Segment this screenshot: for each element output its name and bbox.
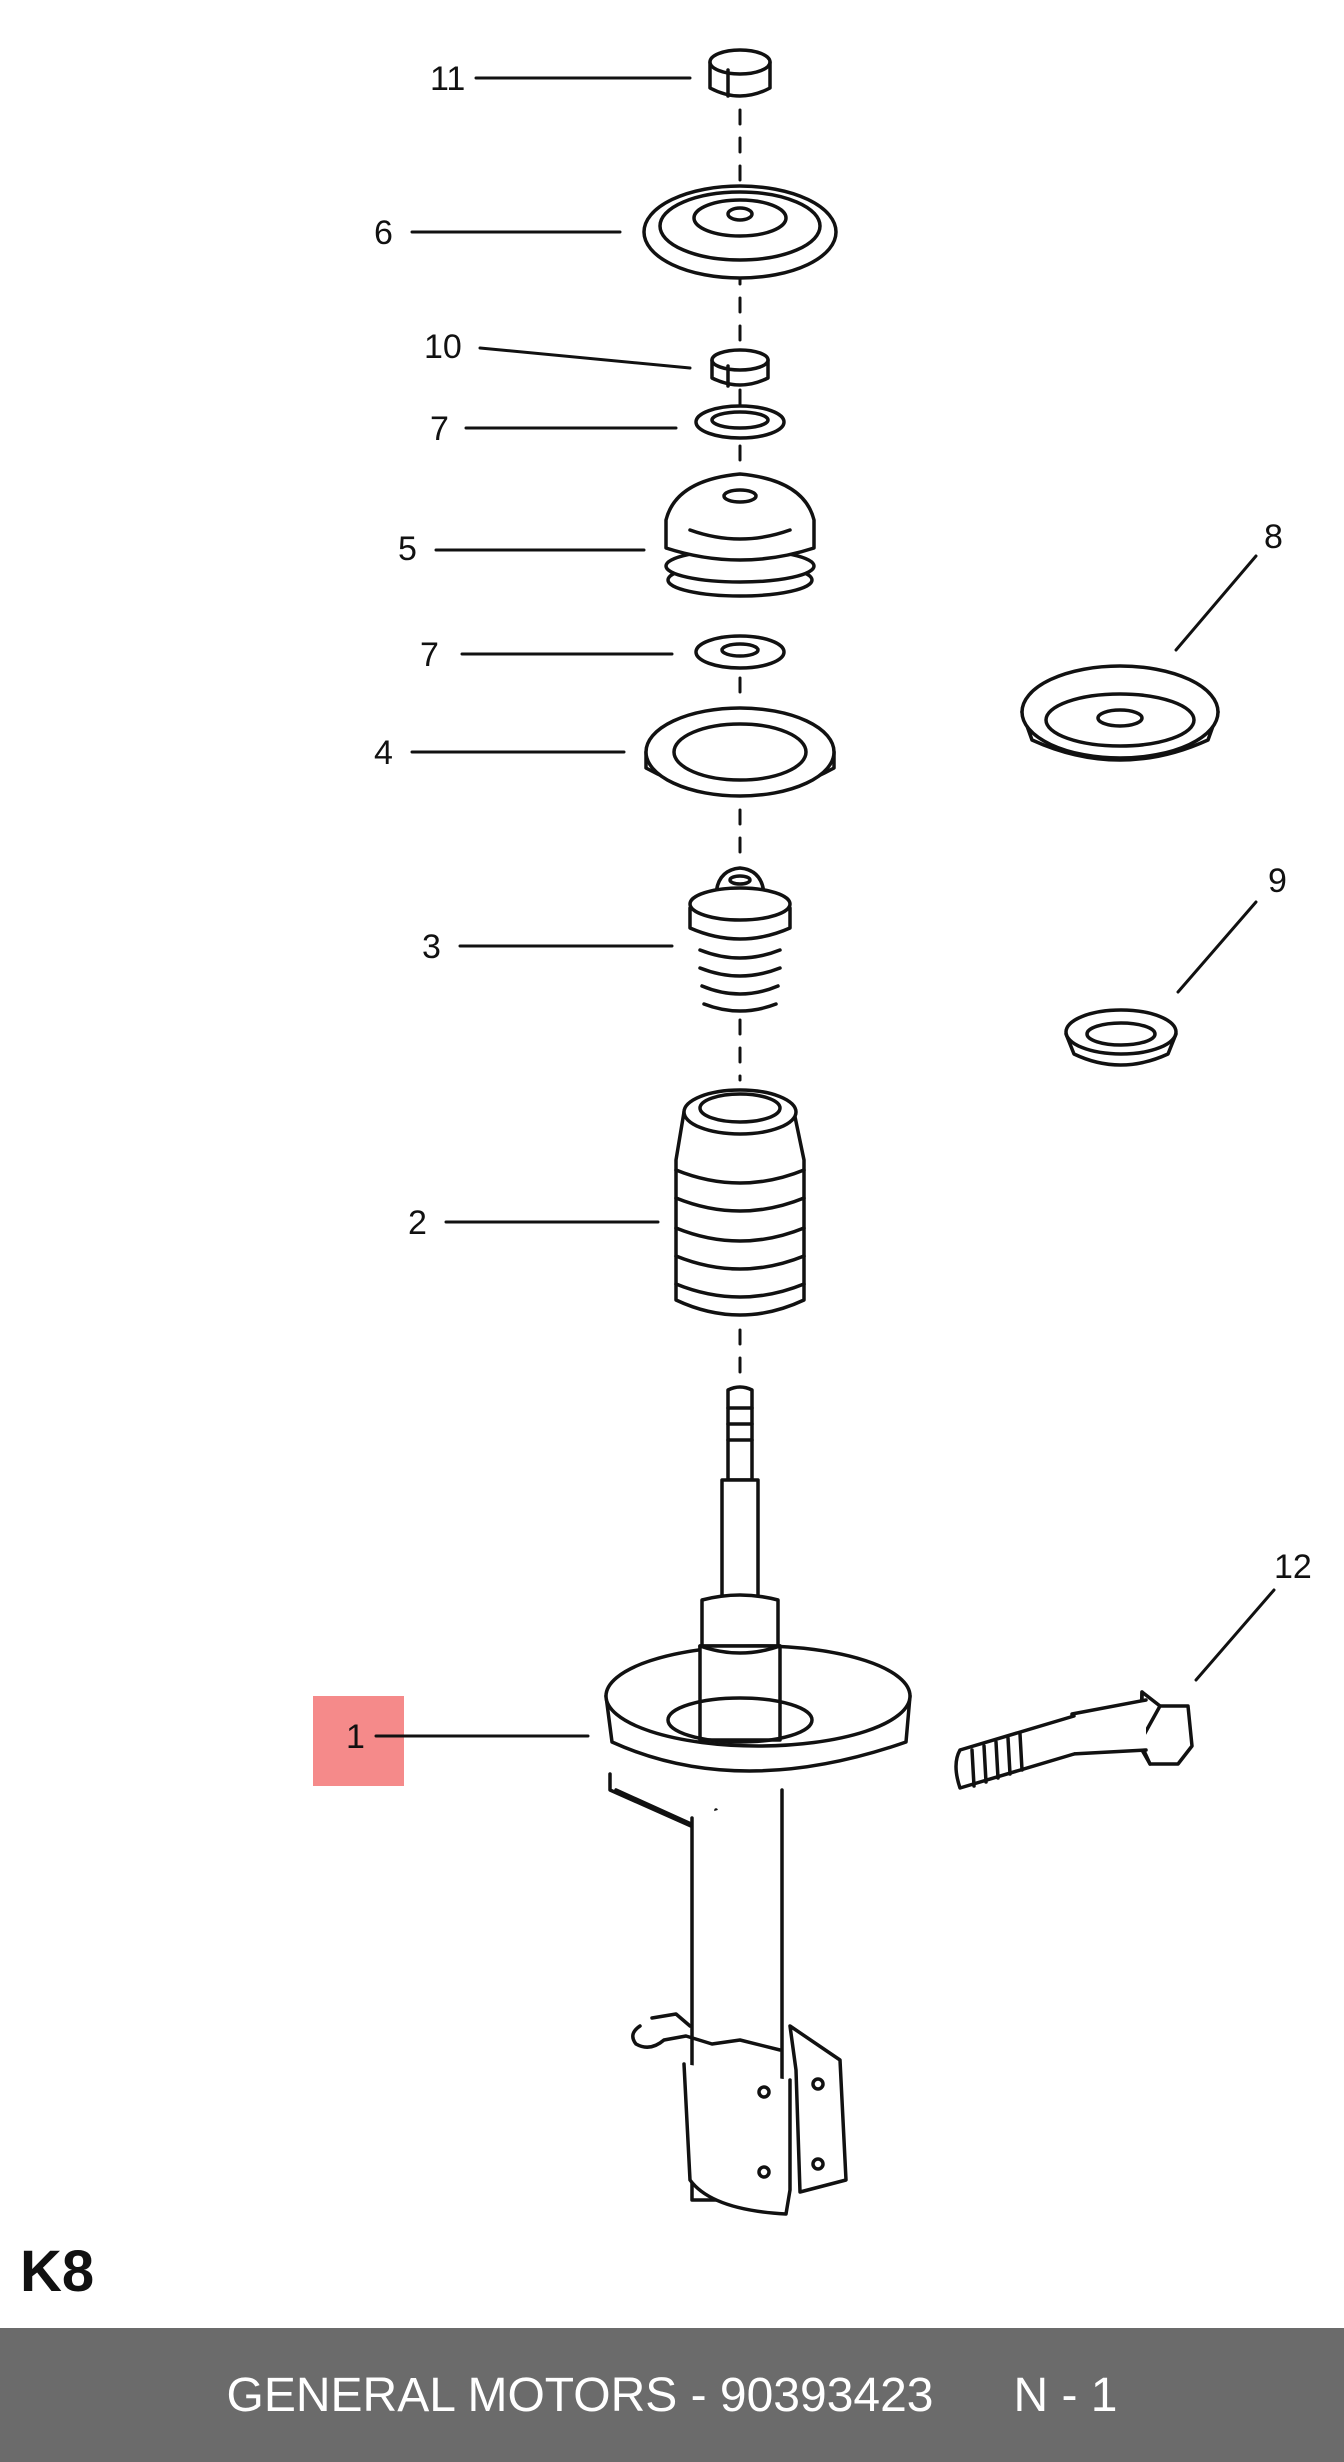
callout-3: 3	[422, 928, 441, 966]
callout-9: 9	[1268, 862, 1287, 900]
callout-labels: 11 6 10 7 5 7 4 3 2 8 9 12 1	[346, 60, 1312, 1756]
part-3-bump-stop	[688, 866, 792, 1013]
callout-1: 1	[346, 1718, 365, 1756]
callout-8: 8	[1264, 518, 1283, 556]
section-code: K8	[20, 2239, 95, 2304]
part-4-ring	[644, 706, 836, 798]
part-8-seat	[1020, 664, 1220, 762]
part-9-cup	[1064, 1008, 1178, 1067]
part-1-strut	[604, 1385, 912, 2216]
callout-4: 4	[374, 734, 393, 772]
callout-10: 10	[424, 328, 462, 366]
callout-6: 6	[374, 214, 393, 252]
footer-brand-part: GENERAL MOTORS - 90393423	[226, 2368, 934, 2422]
callout-5: 5	[398, 530, 417, 568]
callout-2: 2	[408, 1204, 427, 1242]
footer-spacer	[933, 2368, 1013, 2423]
part-10-nut	[710, 348, 770, 388]
callout-7a: 7	[430, 410, 449, 448]
highlight-marker	[313, 1696, 404, 1786]
footer-bar: GENERAL MOTORS - 90393423 N - 1	[0, 2328, 1344, 2462]
footer-quantity: N - 1	[1013, 2368, 1118, 2422]
part-12-bolt	[954, 1690, 1194, 1790]
part-11-nut	[708, 48, 772, 98]
leader-lines	[374, 76, 1276, 1738]
callout-7b: 7	[420, 636, 439, 674]
callout-12: 12	[1274, 1548, 1312, 1586]
part-2-dust-boot	[674, 1088, 806, 1317]
exploded-parts-diagram: 11 6 10 7 5 7 4 3 2 8 9 12 1	[346, 48, 1312, 2216]
part-6-mount-plate	[642, 184, 838, 280]
part-7-washer-lower	[694, 634, 786, 670]
callout-11: 11	[430, 60, 465, 98]
part-5-bushing	[664, 472, 816, 598]
part-7-washer-upper	[694, 404, 786, 440]
